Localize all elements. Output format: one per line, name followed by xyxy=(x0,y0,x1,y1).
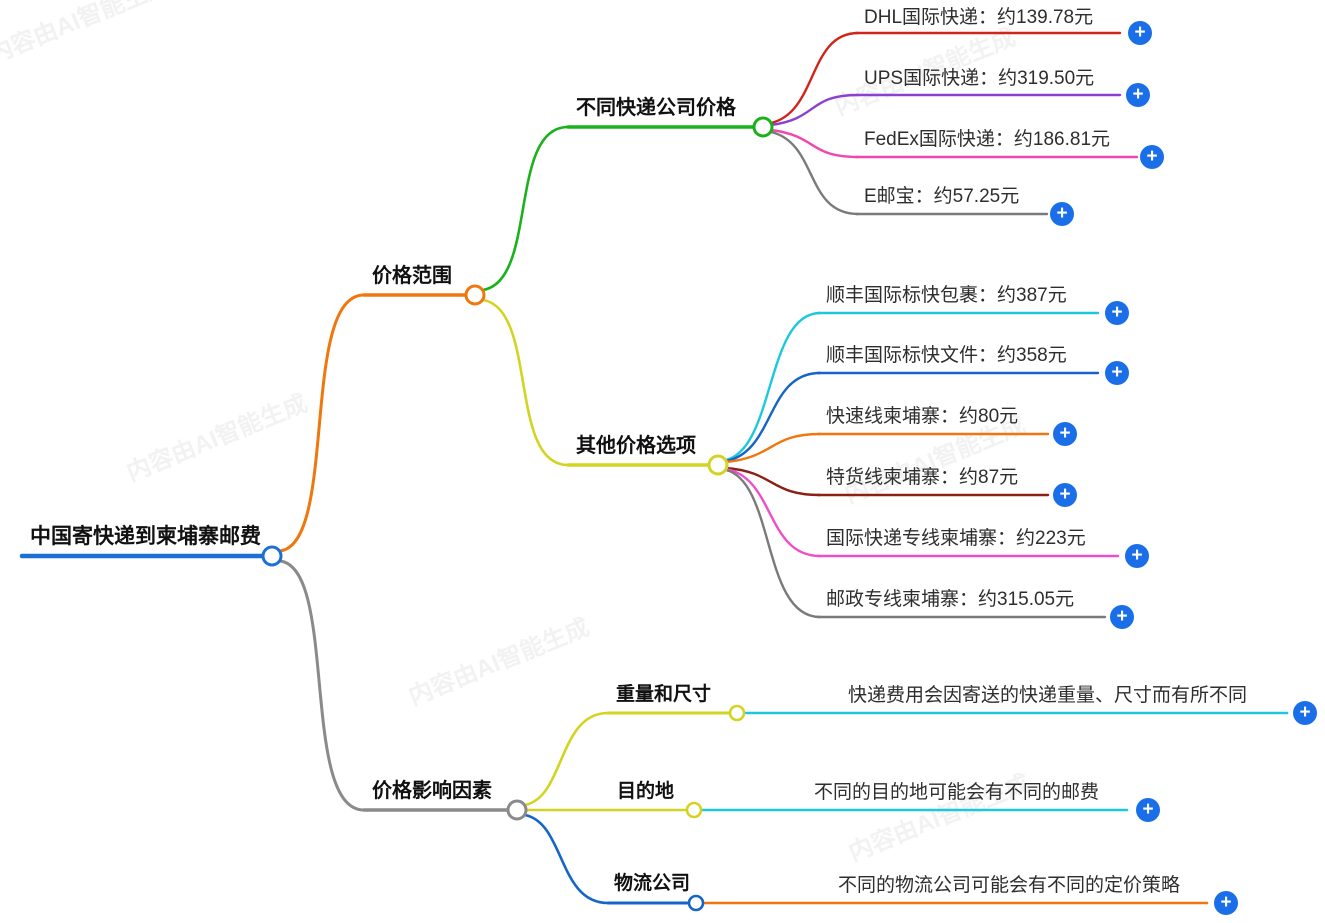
node-company-prices-label[interactable]: 不同快递公司价格 xyxy=(576,97,736,119)
junction-weight-size[interactable] xyxy=(728,704,746,722)
expand-button-sf-parcel[interactable]: + xyxy=(1105,301,1129,325)
node-intl-express-line-label[interactable]: 国际快递专线柬埔寨：约223元 xyxy=(826,528,1086,549)
expand-button-ups[interactable]: + xyxy=(1126,83,1150,107)
node-special-cargo-label[interactable]: 特货线柬埔寨：约87元 xyxy=(826,467,1019,488)
expand-button-intl-express-line[interactable]: + xyxy=(1125,544,1149,568)
junction-destination[interactable] xyxy=(685,801,703,819)
edge-other-intl-express-line xyxy=(724,467,822,558)
expand-button-dhl[interactable]: + xyxy=(1128,21,1152,45)
junction-company-prices[interactable] xyxy=(752,116,774,138)
junction-logistics[interactable] xyxy=(687,894,705,912)
node-postal-line-label[interactable]: 邮政专线柬埔寨：约315.05元 xyxy=(826,589,1075,610)
edge-other-special-cargo xyxy=(724,466,822,497)
node-destination-label[interactable]: 目的地 xyxy=(617,781,675,802)
edge-company-dhl xyxy=(769,31,860,125)
edge-price-range-company-prices xyxy=(481,125,570,292)
edge-other-postal-line xyxy=(724,468,822,619)
node-epacket-label[interactable]: E邮宝：约57.25元 xyxy=(864,186,1020,207)
edge-root-factors xyxy=(278,559,366,812)
junction-price-range[interactable] xyxy=(464,284,486,306)
junction-other-options[interactable] xyxy=(707,454,729,476)
expand-button-special-cargo[interactable]: + xyxy=(1053,483,1077,507)
node-ups-label[interactable]: UPS国际快递：约319.50元 xyxy=(864,68,1095,89)
edge-company-epacket xyxy=(769,130,860,216)
node-factors-label[interactable]: 价格影响因素 xyxy=(372,780,492,802)
edge-company-ups xyxy=(769,93,860,127)
edge-company-fedex xyxy=(769,128,860,159)
edge-factors-weight-size xyxy=(523,711,610,807)
junction-root[interactable] xyxy=(261,545,283,567)
edge-other-fast-line xyxy=(724,432,822,464)
node-logistics-label[interactable]: 物流公司 xyxy=(614,873,691,894)
edge-factors-logistics xyxy=(523,813,610,905)
edge-price-range-other-options xyxy=(481,298,570,467)
expand-button-logistics-detail[interactable]: + xyxy=(1214,891,1238,915)
node-root-label[interactable]: 中国寄快递到柬埔寨邮费 xyxy=(30,525,261,548)
junction-factors[interactable] xyxy=(506,799,528,821)
expand-button-epacket[interactable]: + xyxy=(1050,202,1074,226)
node-dhl-label[interactable]: DHL国际快递：约139.78元 xyxy=(864,7,1094,28)
node-logistics-detail-label[interactable]: 不同的物流公司可能会有不同的定价策略 xyxy=(838,875,1181,896)
node-price-range-label[interactable]: 价格范围 xyxy=(372,265,452,287)
node-sf-doc-label[interactable]: 顺丰国际标快文件：约358元 xyxy=(826,345,1067,366)
expand-button-fast-line[interactable]: + xyxy=(1053,422,1077,446)
expand-button-sf-doc[interactable]: + xyxy=(1105,361,1129,385)
expand-button-fedex[interactable]: + xyxy=(1140,145,1164,169)
edge-other-sf-parcel xyxy=(724,311,822,462)
edge-other-sf-doc xyxy=(724,371,822,463)
node-weight-size-label[interactable]: 重量和尺寸 xyxy=(616,684,712,705)
node-sf-parcel-label[interactable]: 顺丰国际标快包裹：约387元 xyxy=(826,285,1067,306)
expand-button-postal-line[interactable]: + xyxy=(1110,605,1134,629)
node-fedex-label[interactable]: FedEx国际快递：约186.81元 xyxy=(864,129,1111,150)
node-fast-line-label[interactable]: 快速线柬埔寨：约80元 xyxy=(826,406,1019,427)
node-destination-detail-label[interactable]: 不同的目的地可能会有不同的邮费 xyxy=(814,782,1100,803)
expand-button-weight-size-detail[interactable]: + xyxy=(1293,701,1317,725)
expand-button-destination-detail[interactable]: + xyxy=(1136,798,1160,822)
edge-root-price-range xyxy=(278,293,366,553)
node-other-options-label[interactable]: 其他价格选项 xyxy=(576,435,696,457)
node-weight-size-detail-label[interactable]: 快递费用会因寄送的快递重量、尺寸而有所不同 xyxy=(848,685,1248,706)
